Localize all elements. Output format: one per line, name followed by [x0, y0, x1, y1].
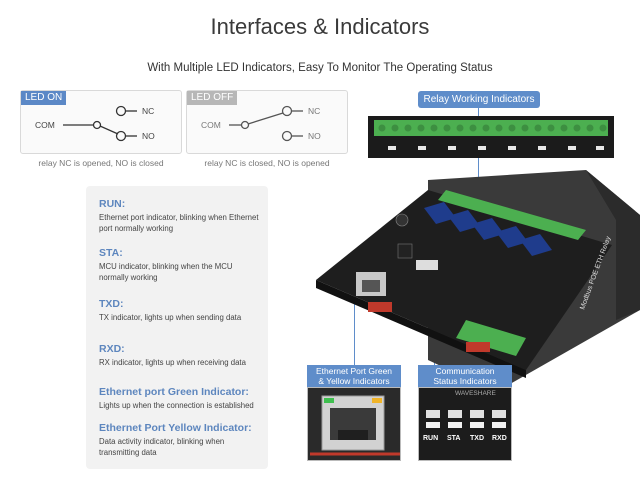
led-on-caption: relay NC is opened, NO is closed	[38, 158, 164, 168]
ethernet-port-inset-photo	[307, 387, 401, 461]
comm-callout-line2: Status Indicators	[433, 376, 497, 386]
comm-led-rxd-label: RXD	[492, 435, 507, 442]
led-on-com-label: COM	[35, 120, 55, 130]
indicator-txd: TXD: TX indicator, lights up when sendin…	[99, 298, 264, 323]
relay-switch-off-icon: COM NC NO	[201, 105, 321, 142]
eth-yellow-led-icon	[372, 398, 382, 403]
led-off-tag: LED OFF	[187, 91, 238, 105]
eth-green-led-icon	[324, 398, 334, 403]
indicator-sta-desc: MCU indicator, blinking when the MCU nor…	[99, 262, 233, 282]
indicator-run-name: RUN:	[99, 198, 126, 210]
page-title: Interfaces & Indicators	[210, 14, 430, 39]
indicator-eth-green-desc: Lights up when the connection is establi…	[99, 401, 254, 410]
page-subtitle: With Multiple LED Indicators, Easy To Mo…	[147, 62, 493, 74]
comm-led-sta-label: STA	[447, 435, 461, 442]
relay-callout-leader	[478, 108, 479, 116]
led-off-nc-label: NC	[308, 106, 320, 116]
indicator-txd-name: TXD:	[99, 298, 124, 310]
indicator-eth-yellow-name: Ethernet Port Yellow Indicator:	[99, 422, 252, 434]
relay-switch-on-icon: COM NC NO	[35, 105, 155, 142]
comm-led-txd-label: TXD	[470, 435, 484, 442]
led-on-no-label: NO	[142, 131, 155, 141]
relay-diagram-led-on: LED ON COM NC NO	[20, 90, 182, 154]
indicator-run-desc: Ethernet port indicator, blinking when E…	[99, 213, 259, 233]
indicator-eth-green: Ethernet port Green Indicator: Lights up…	[99, 386, 264, 411]
relay-diagram-led-off: LED OFF COM NC NO	[186, 90, 348, 154]
comm-callout-line1: Communication	[435, 366, 495, 376]
led-on-tag: LED ON	[21, 91, 67, 105]
ethernet-indicators-callout: Ethernet Port Green & Yellow Indicators	[307, 365, 401, 387]
comm-led-run-label: RUN	[423, 435, 439, 442]
brand-label: WAVESHARE	[455, 390, 496, 397]
led-off-caption: relay NC is closed, NO is opened	[204, 158, 330, 168]
communication-indicators-callout: Communication Status Indicators	[418, 365, 512, 387]
led-off-com-label: COM	[201, 120, 221, 130]
indicator-eth-yellow-desc: Data activity indicator, blinking when t…	[99, 437, 225, 457]
indicator-sta-name: STA:	[99, 247, 123, 259]
indicator-rxd-desc: RX indicator, lights up when receiving d…	[99, 358, 246, 367]
communication-leds-inset-photo: WAVESHARE RUN STA TXD RXD	[418, 387, 512, 461]
indicator-rxd-name: RXD:	[99, 343, 125, 355]
eth-callout-leader	[354, 300, 355, 365]
relay-board-photo: Modbus POE ETH Relay	[316, 170, 640, 392]
eth-callout-line1: Ethernet Port Green	[315, 366, 393, 376]
indicator-eth-yellow: Ethernet Port Yellow Indicator: Data act…	[99, 422, 264, 458]
comm-leds-icon	[426, 410, 506, 428]
indicator-txd-desc: TX indicator, lights up when sending dat…	[99, 313, 242, 322]
indicator-run: RUN: Ethernet port indicator, blinking w…	[99, 198, 264, 234]
indicator-descriptions-panel: RUN: Ethernet port indicator, blinking w…	[86, 186, 268, 469]
relay-terminal-strip-photo	[368, 116, 614, 158]
eth-callout-line2: & Yellow Indicators	[318, 376, 390, 386]
indicator-eth-green-name: Ethernet port Green Indicator:	[99, 386, 249, 398]
relay-working-callout: Relay Working Indicators	[418, 91, 540, 108]
led-on-nc-label: NC	[142, 106, 154, 116]
indicator-sta: STA: MCU indicator, blinking when the MC…	[99, 247, 264, 283]
led-off-no-label: NO	[308, 131, 321, 141]
indicator-rxd: RXD: RX indicator, lights up when receiv…	[99, 343, 264, 368]
